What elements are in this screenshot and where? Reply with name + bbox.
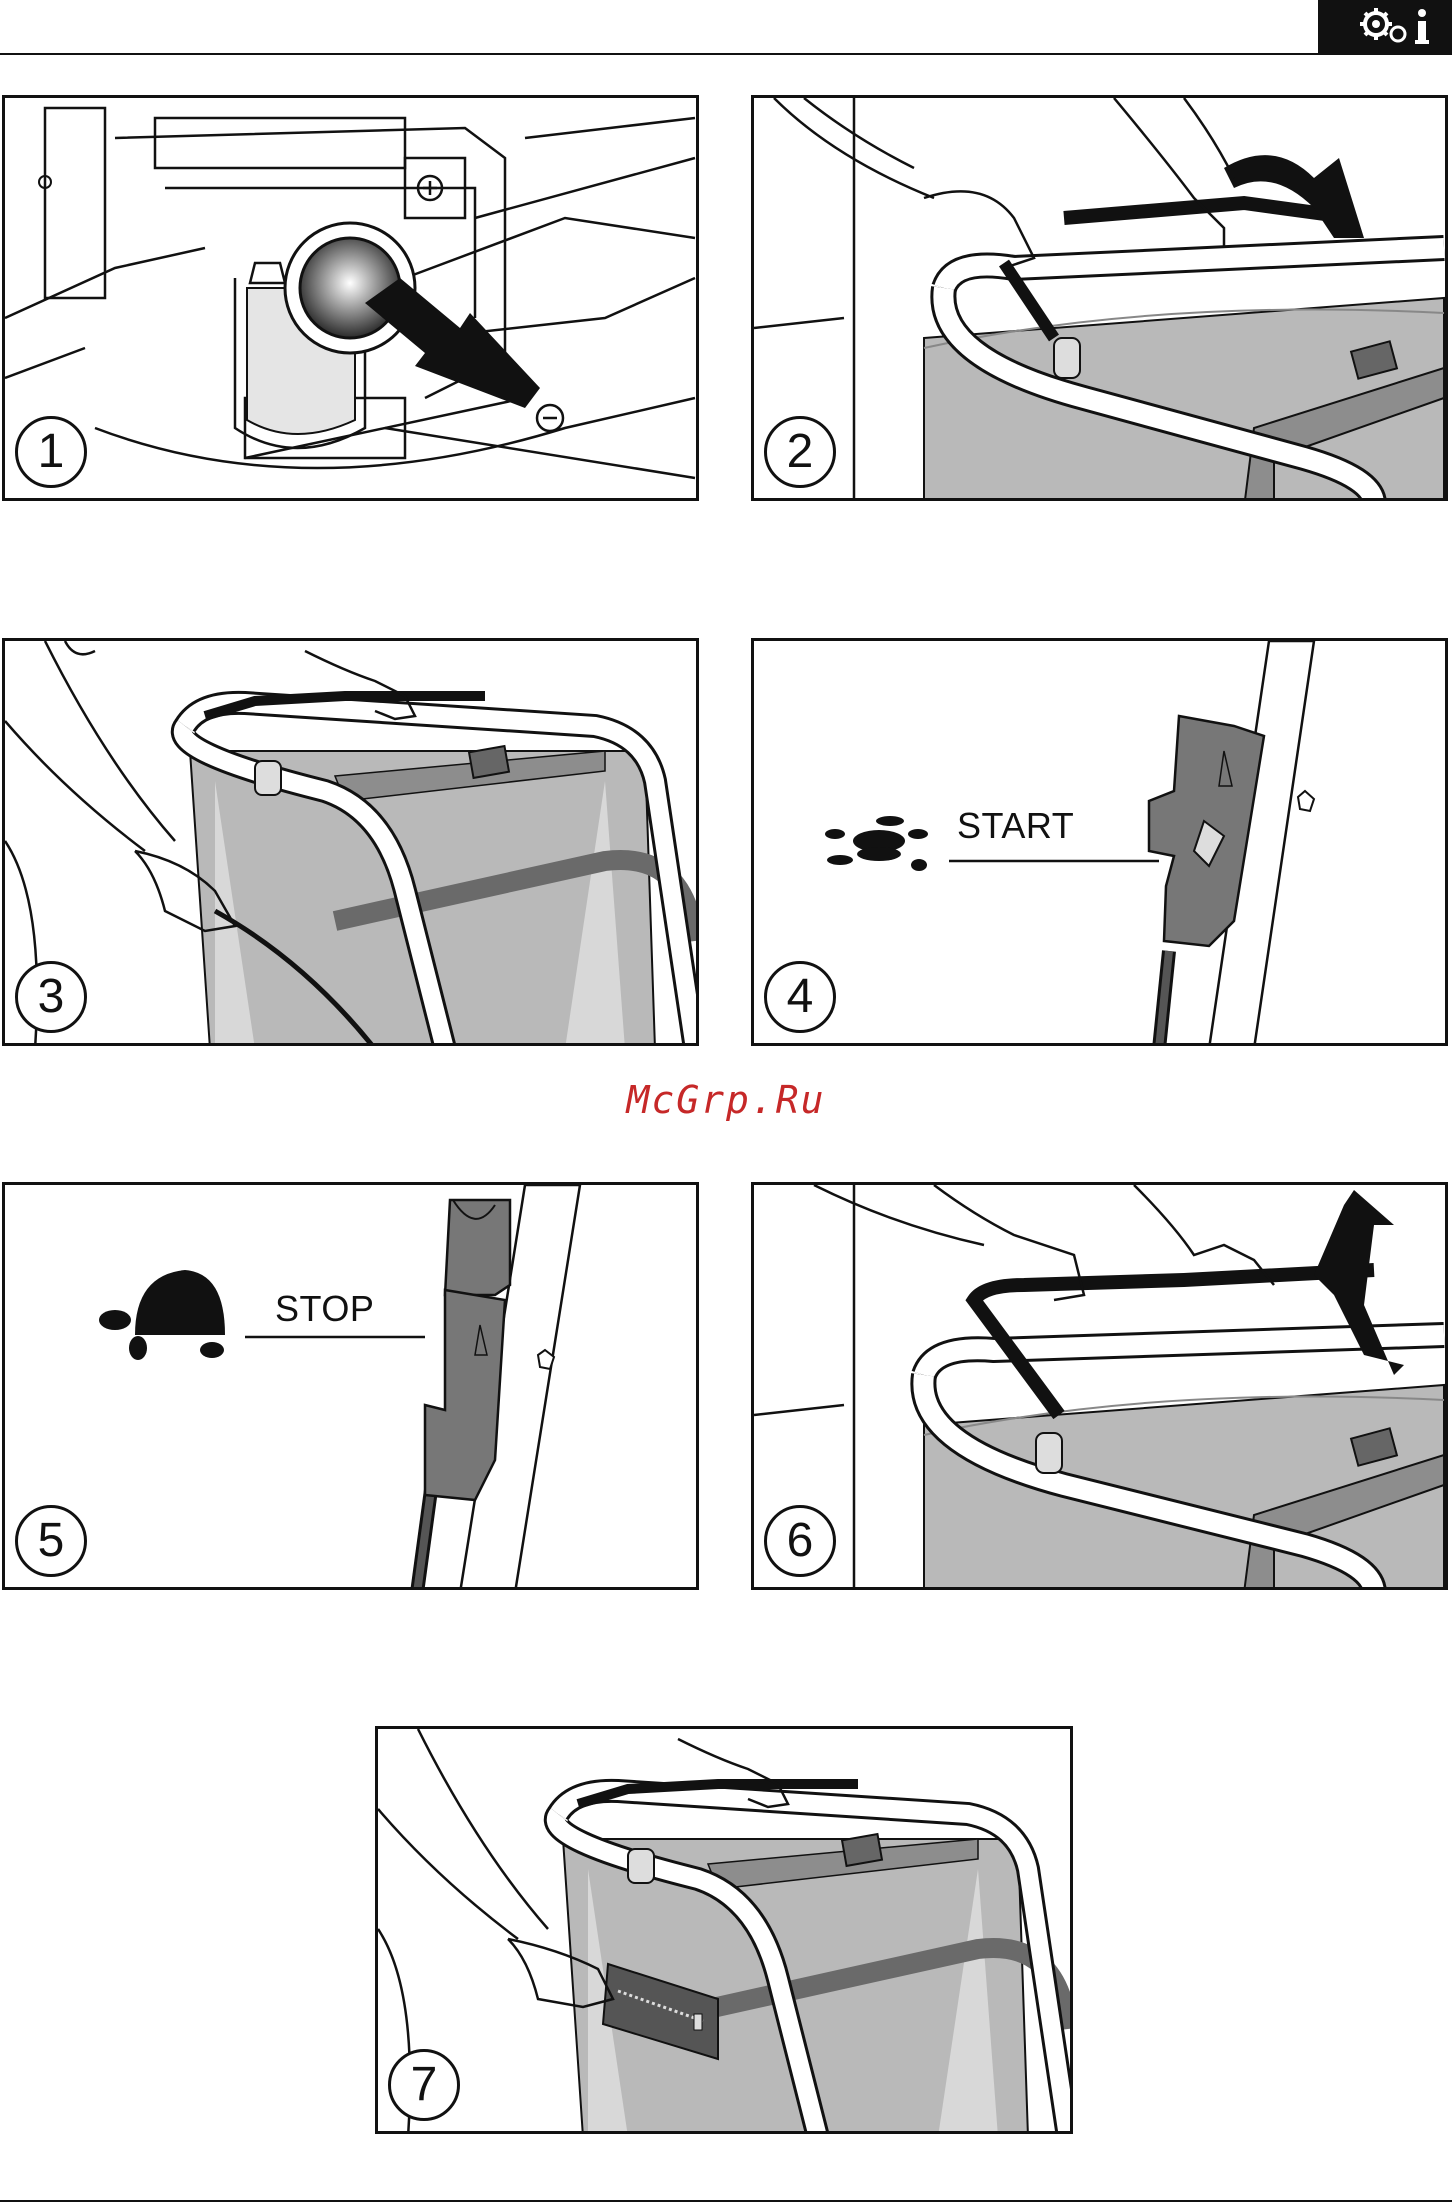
watermark: McGrp.Ru bbox=[0, 1078, 1452, 1122]
panel-2: 2 bbox=[751, 95, 1448, 501]
step-number: 1 bbox=[15, 416, 87, 488]
header-badge bbox=[1318, 0, 1452, 53]
lift-flap-illustration bbox=[754, 1185, 1448, 1590]
panel-6: 6 bbox=[751, 1182, 1448, 1590]
footer-rule bbox=[0, 2200, 1452, 2202]
stop-lever-illustration bbox=[5, 1185, 699, 1590]
step-number: 5 bbox=[15, 1505, 87, 1577]
remove-bag-illustration bbox=[5, 641, 699, 1046]
lift-bag-illustration bbox=[754, 98, 1448, 501]
tortoise-icon bbox=[99, 1270, 225, 1360]
panel-7: 7 bbox=[375, 1726, 1073, 2134]
gears-info-icon bbox=[1358, 6, 1448, 48]
step-number: 4 bbox=[764, 961, 836, 1033]
panel-1: 1 bbox=[2, 95, 699, 501]
step-number: 7 bbox=[388, 2049, 460, 2121]
engine-illustration bbox=[5, 98, 699, 501]
step-number: 3 bbox=[15, 961, 87, 1033]
stop-label: STOP bbox=[275, 1288, 374, 1330]
start-label: START bbox=[957, 805, 1074, 847]
panel-3: 3 bbox=[2, 638, 699, 1046]
panel-5: STOP 5 bbox=[2, 1182, 699, 1590]
hare-icon bbox=[825, 816, 928, 871]
header-rule bbox=[0, 53, 1452, 55]
start-lever-illustration bbox=[754, 641, 1448, 1046]
step-number: 2 bbox=[764, 416, 836, 488]
open-zipper-illustration bbox=[378, 1729, 1073, 2134]
panel-4: START 4 bbox=[751, 638, 1448, 1046]
step-number: 6 bbox=[764, 1505, 836, 1577]
